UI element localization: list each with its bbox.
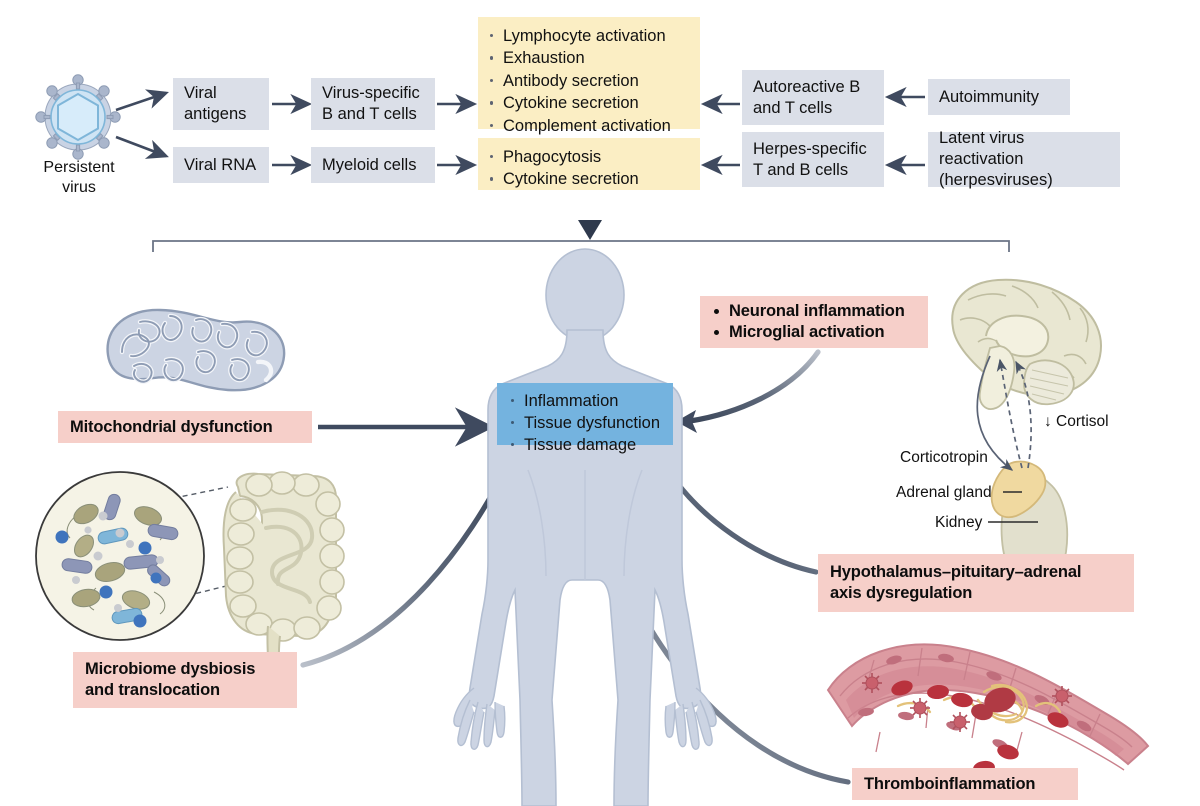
label-microbiome-dysbiosis-line1: Microbiome dysbiosis [85, 660, 256, 678]
box-autoimmunity[interactable]: Autoimmunity [928, 79, 1070, 115]
label-corticotropin: Corticotropin [900, 448, 988, 467]
label-cortisol: ↓ Cortisol [1044, 412, 1109, 431]
box-myeloid-cells-line1: Myeloid cells [322, 155, 417, 174]
neuroinflammation-item: Neuronal inflammation [712, 301, 916, 322]
arrow-hpa-to-body [662, 463, 819, 575]
box-herpes-specific-cells-line1: Herpes-specific [753, 139, 867, 158]
anatomy-leader-lines [988, 491, 1038, 523]
arrow-virus-to-antigens [115, 89, 169, 112]
box-latent-virus-line1: Latent virus reactivation [939, 129, 1025, 168]
arrowhead-neuroinflammation [676, 410, 697, 433]
label-microbiome-dysbiosis-line2: and translocation [85, 681, 220, 699]
adaptive-effect-item: Antibody secretion [488, 70, 689, 92]
arrow-microbiome-to-body [300, 467, 508, 668]
label-neuroinflammation[interactable]: Neuronal inflammation Microglial activat… [700, 296, 928, 348]
label-kidney-text: Kidney [935, 514, 983, 531]
arrow-neuroinflammation-to-body [687, 349, 821, 424]
label-corticotropin-text: Corticotropin [900, 449, 988, 466]
body-outcome-list: Inflammation Tissue dysfunction Tissue d… [509, 390, 663, 456]
body-outcome-item: Inflammation [509, 390, 663, 412]
neuroinflammation-item: Microglial activation [712, 322, 916, 343]
label-thromboinflammation-line1: Thromboinflammation [864, 774, 1036, 793]
blood-vessel-illustration [826, 643, 1150, 776]
label-thromboinflammation[interactable]: Thromboinflammation [852, 768, 1078, 800]
box-viral-antigens-line1: Viral [184, 84, 217, 102]
scope-bracket [152, 240, 1010, 252]
persistent-virus-line1: Persistent [43, 159, 115, 176]
box-herpes-specific-cells[interactable]: Herpes-specific T and B cells [742, 132, 884, 187]
body-outcome-item: Tissue dysfunction [509, 412, 663, 434]
mitochondrion-illustration [106, 308, 286, 392]
label-adrenal-gland: Adrenal gland [896, 483, 992, 502]
adaptive-effect-item: Exhaustion [488, 47, 689, 69]
box-herpes-specific-cells-line2: T and B cells [753, 160, 849, 179]
adaptive-effect-item: Lymphocyte activation [488, 25, 689, 47]
box-virus-specific-cells-line1: Virus-specific [322, 84, 420, 102]
persistent-virus-line2: virus [62, 179, 96, 196]
neuroinflammation-list: Neuronal inflammation Microglial activat… [712, 301, 916, 343]
body-outcome-item: Tissue damage [509, 434, 663, 456]
label-kidney: Kidney [935, 513, 982, 532]
box-latent-virus-reactivation[interactable]: Latent virus reactivation (herpesviruses… [928, 129, 1120, 189]
box-adaptive-effects[interactable]: Lymphocyte activation Exhaustion Antibod… [478, 17, 700, 135]
arrow-virus-to-rna [115, 135, 169, 159]
arrow-effects-to-body [578, 190, 602, 240]
label-mitochondrial-dysfunction-line1: Mitochondrial dysfunction [70, 417, 273, 436]
label-microbiome-dysbiosis[interactable]: Microbiome dysbiosis and translocation [73, 652, 297, 708]
label-hpa-line2: axis dysregulation [830, 584, 973, 602]
box-autoreactive-cells-line2: and T cells [753, 98, 833, 117]
box-viral-rna-line1: Viral RNA [184, 155, 257, 174]
box-viral-antigens[interactable]: Viral antigens [173, 78, 269, 130]
box-virus-specific-cells[interactable]: Virus-specific B and T cells [311, 78, 435, 130]
label-mitochondrial-dysfunction[interactable]: Mitochondrial dysfunction [58, 411, 312, 443]
box-autoreactive-cells-line1: Autoreactive B [753, 77, 861, 96]
label-hpa-axis-dysregulation[interactable]: Hypothalamus–pituitary–adrenal axis dysr… [818, 554, 1134, 612]
brain-illustration [951, 278, 1102, 410]
innate-effects-list: Phagocytosis Cytokine secretion [488, 146, 689, 191]
adaptive-effect-item: Complement activation [488, 115, 689, 137]
persistent-virus-label: Persistent virus [8, 158, 150, 198]
label-hpa-line1: Hypothalamus–pituitary–adrenal [830, 563, 1082, 581]
box-viral-rna[interactable]: Viral RNA [173, 147, 269, 183]
cortisol-arrow [996, 358, 1032, 469]
adaptive-effects-list: Lymphocyte activation Exhaustion Antibod… [488, 25, 689, 137]
box-autoreactive-cells[interactable]: Autoreactive B and T cells [742, 70, 884, 125]
adaptive-effect-item: Cytokine secretion [488, 92, 689, 114]
box-latent-virus-line2: (herpesviruses) [939, 171, 1053, 189]
box-autoimmunity-line1: Autoimmunity [939, 87, 1039, 106]
box-myeloid-cells[interactable]: Myeloid cells [311, 147, 435, 183]
virus-icon [35, 74, 121, 160]
label-cortisol-text: ↓ Cortisol [1044, 413, 1109, 430]
human-body-illustration [453, 248, 717, 806]
arrow-thromboinflammation-to-body [585, 467, 851, 785]
box-innate-effects[interactable]: Phagocytosis Cytokine secretion [478, 138, 700, 190]
box-viral-antigens-line2: antigens [184, 105, 247, 123]
innate-effect-item: Phagocytosis [488, 146, 689, 168]
box-virus-specific-cells-line2: B and T cells [322, 105, 417, 123]
label-adrenal-gland-text: Adrenal gland [896, 484, 992, 501]
box-body-outcome[interactable]: Inflammation Tissue dysfunction Tissue d… [497, 383, 673, 454]
innate-effect-item: Cytokine secretion [488, 168, 689, 190]
